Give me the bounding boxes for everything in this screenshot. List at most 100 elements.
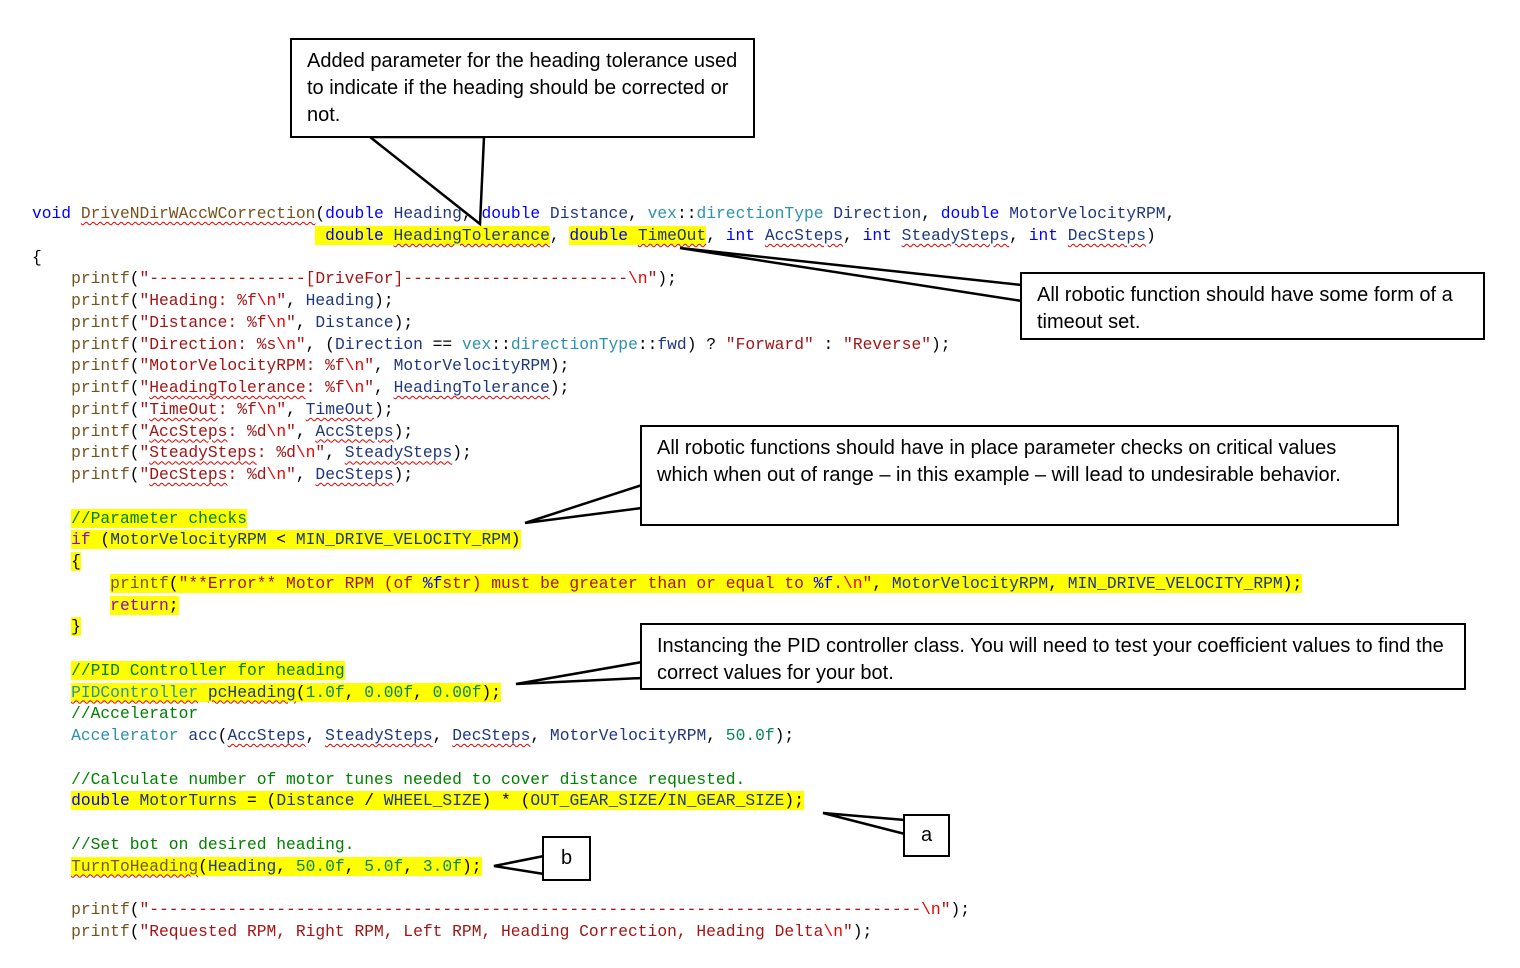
code-token: Direction (833, 204, 922, 223)
code-token: " (139, 378, 150, 397)
code-token: fwd (657, 334, 687, 354)
code-token: ( (129, 443, 140, 463)
code-token: "Forward" (725, 334, 814, 354)
code-line: printf("HeadingTolerance: %f\n", Heading… (32, 377, 1302, 399)
code-token: ) (1145, 225, 1156, 245)
code-line: double MotorTurns = (Distance / WHEEL_SI… (32, 790, 1302, 812)
code-token: " (139, 399, 150, 419)
code-token: pcHeading (207, 682, 296, 702)
code-line: //PID Controller for heading (32, 660, 1302, 682)
code-token (32, 617, 71, 636)
code-token: double (569, 225, 629, 245)
code-token: " (139, 443, 150, 463)
code-token: 50.0f (725, 726, 775, 745)
code-token: ); (481, 682, 502, 702)
code-token: , (432, 726, 453, 745)
code-token: 1.0f (305, 682, 345, 702)
code-token: SteadySteps (325, 726, 433, 745)
code-line: return; (32, 595, 1302, 617)
code-token: . (833, 573, 843, 593)
code-token: AccSteps (227, 726, 306, 745)
code-token: Heading (393, 204, 462, 223)
code-line: printf("SteadySteps: %d\n", SteadySteps)… (32, 442, 1302, 464)
code-token: ); (452, 443, 472, 463)
code-token: " (862, 573, 873, 593)
code-line: printf("TimeOut: %f\n", TimeOut); (32, 399, 1302, 421)
code-token: ); (549, 356, 570, 376)
code-token: { (71, 552, 81, 571)
code-line: printf("Direction: %s\n", (Direction == … (32, 334, 1302, 356)
code-token: ( (129, 356, 140, 376)
code-line: printf("**Error** Motor RPM (of %fstr) m… (32, 573, 1303, 595)
code-token: " (139, 465, 150, 484)
code-token: Distance (549, 204, 629, 223)
code-line: printf("MotorVelocityRPM: %f\n", MotorVe… (32, 355, 1302, 377)
code-token: "Reverse" (843, 334, 931, 354)
code-line: { (32, 247, 1302, 269)
code-token: Heading (207, 856, 277, 876)
code-line: { (32, 551, 1302, 573)
code-token: ( (129, 921, 140, 941)
code-line: Accelerator acc(AccSteps, SteadySteps, D… (32, 725, 1302, 747)
code-token: \n (256, 399, 277, 419)
code-token: %s (256, 334, 277, 354)
code-token: ); (774, 726, 795, 745)
code-token: \n (628, 269, 648, 289)
code-token: printf (71, 465, 130, 484)
code-token: %f (246, 312, 267, 332)
code-token: / (354, 791, 384, 811)
code-token: ); (852, 921, 873, 941)
code-token: \n (921, 900, 941, 919)
code-line: void DriveNDirWAccWCorrection(double Hea… (32, 203, 1302, 225)
code-token: / (657, 791, 668, 811)
code-token: " (276, 291, 287, 310)
code-token: printf (71, 356, 130, 376)
code-token: OUT_GEAR_SIZE (530, 791, 658, 811)
code-token: ( (168, 573, 179, 593)
code-token: == (422, 334, 462, 354)
code-token: \n (276, 334, 296, 354)
code-token: HeadingTolerance (149, 378, 306, 397)
code-token: 0.00f (432, 682, 482, 702)
code-token: " (139, 421, 150, 441)
code-token: double (325, 204, 384, 223)
code-token: :: (491, 334, 511, 354)
code-token: 0.00f (364, 682, 414, 702)
code-token (32, 378, 71, 397)
code-token: directionType (696, 204, 824, 223)
code-token: //Accelerator (71, 704, 199, 724)
code-token: , (706, 225, 726, 245)
code-token: printf (71, 421, 130, 441)
code-token: ( (129, 312, 140, 332)
code-line: printf("Requested RPM, Right RPM, Left R… (32, 921, 1302, 943)
code-token: \n (823, 921, 843, 941)
code-token (32, 661, 71, 680)
code-token: , (1048, 573, 1068, 593)
code-token (32, 509, 71, 528)
code-token: IN_GEAR_SIZE (667, 791, 785, 811)
code-token: double (71, 791, 130, 811)
code-token: ); (1282, 573, 1303, 593)
code-token: %d (247, 421, 267, 441)
code-token: , (374, 378, 394, 397)
code-token (32, 465, 71, 484)
code-token (824, 204, 834, 223)
code-token (32, 226, 315, 245)
code-line: PIDController pcHeading(1.0f, 0.00f, 0.0… (32, 682, 1302, 704)
code-line: } (32, 616, 1302, 638)
code-token: " (842, 921, 853, 941)
code-token: //Set bot on desired heading. (71, 834, 355, 854)
code-token: WHEEL_SIZE (383, 791, 482, 811)
code-token: : (256, 443, 277, 463)
code-token: AccSteps (149, 421, 228, 441)
code-token: HeadingTolerance (393, 225, 550, 245)
code-token: Heading (305, 291, 375, 310)
code-token: ( (129, 378, 140, 397)
code-token: ); (657, 269, 677, 289)
callout-pid: Instancing the PID controller class. You… (640, 623, 1466, 690)
code-token: " (286, 465, 296, 484)
callout-parameter-checks: All robotic functions should have in pla… (640, 425, 1399, 526)
code-line: printf("----------------[DriveFor]------… (32, 268, 1302, 290)
code-token: ( (129, 269, 140, 289)
code-line: double HeadingTolerance, double TimeOut,… (32, 225, 1302, 247)
